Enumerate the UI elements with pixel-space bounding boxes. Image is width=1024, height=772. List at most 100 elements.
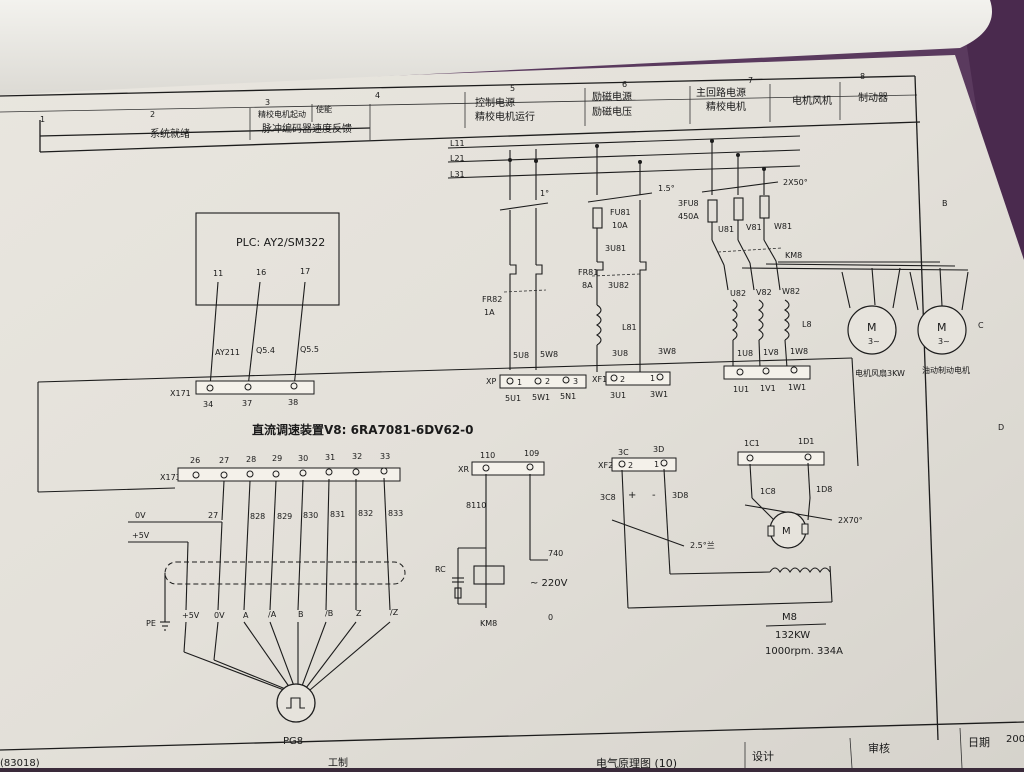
main-contactor: KM8 xyxy=(785,251,802,260)
xf2-rating: 2.5°兰 xyxy=(690,540,715,550)
xr-coil-branch: 110 109 XR 8110 740 RC KM8 ~ 220V 0 xyxy=(435,449,568,628)
arm-wire-2: 1D8 xyxy=(816,485,832,494)
header-brake: 制动器 xyxy=(858,91,888,104)
brake-motor-label: 油动制动电机 xyxy=(922,365,970,375)
col-number: 4 xyxy=(375,91,380,100)
plc-pin: 17 xyxy=(300,267,310,276)
x173-label: X173 xyxy=(160,473,181,482)
encoder-signal: +5V xyxy=(182,611,200,620)
exc-fuse: FU81 xyxy=(610,208,631,217)
arm-top: 1C1 xyxy=(744,439,760,448)
x173-wire: 829 xyxy=(277,512,292,521)
aux-fr-rating: 1A xyxy=(484,308,495,317)
xf2-top: 3C xyxy=(618,448,629,457)
xp-pin: 3 xyxy=(573,377,578,386)
exc-wire-2: 3U82 xyxy=(608,281,629,290)
main-w2: U82 xyxy=(730,289,746,298)
arm-motor-spec: 1000rpm. 334A xyxy=(765,646,843,657)
exc-reactor: L81 xyxy=(622,323,637,332)
aux-branch: 1° FR82 1A 5U8 5W8 XP 1 2 3 5U1 5W1 5N1 xyxy=(482,149,587,403)
arm-motor-symbol: M xyxy=(782,526,791,537)
arm-motor-name: M8 xyxy=(782,612,797,623)
col-number: 7 xyxy=(748,76,753,85)
exc-fr: FR81 xyxy=(578,268,598,277)
exc-fr-rating: 8A xyxy=(582,281,593,290)
encoder-0v-label: 0V xyxy=(135,511,146,520)
xf1-label: XF1 xyxy=(592,375,607,384)
x171-pin: 34 xyxy=(203,400,213,409)
header-motor-fan: 电机风机 xyxy=(792,94,832,107)
col-number: 3 xyxy=(265,98,270,107)
xr-wire-2: 740 xyxy=(548,549,563,558)
plc-pin: 11 xyxy=(213,269,223,278)
bus-label-l1: L11 xyxy=(450,139,465,148)
header-main-motor: 精校电机 xyxy=(706,100,746,113)
header-excitation-voltage: 励磁电压 xyxy=(592,105,632,118)
neutral-label: 0 xyxy=(548,613,553,622)
pe-label: PE xyxy=(146,619,156,628)
row-marker: 1 xyxy=(40,115,45,124)
aux-wire: 5W8 xyxy=(540,350,558,359)
xf2-wire-1: 3C8 xyxy=(600,493,616,502)
x173-pin: 26 xyxy=(190,456,200,465)
x173-wire: 830 xyxy=(303,511,318,520)
side-letter: C xyxy=(978,321,984,330)
header-control-power: 控制电源 xyxy=(475,96,515,109)
aux-fr-label: FR82 xyxy=(482,295,502,304)
bottom-mid: 工制 xyxy=(328,756,348,768)
ac-supply-label: ~ 220V xyxy=(530,578,568,589)
xr-wire-1: 8110 xyxy=(466,501,486,510)
title-block: 1 2 3 4 5 6 7 8 系统就绪 精校电机起动 使能 脉冲编码器速度反馈… xyxy=(0,72,1004,741)
xp-wire: 5N1 xyxy=(560,392,576,401)
bus-label-l2: L21 xyxy=(450,154,465,163)
main-w3: 1V8 xyxy=(763,348,779,357)
bottom-title-block: (83018) 工制 电气原理图 (10) 设计 审核 日期 200 xyxy=(0,721,1024,770)
xf2-pin: 2 xyxy=(628,461,633,470)
x173-wire: 832 xyxy=(358,509,373,518)
exc-fuse-rating: 10A xyxy=(612,221,628,230)
x171-label: X171 xyxy=(170,389,191,398)
exc-rating: 1.5° xyxy=(658,184,675,193)
main-fuse-rating: 450A xyxy=(678,212,699,221)
side-letter: B xyxy=(942,199,948,208)
x173-pin: 33 xyxy=(380,452,390,461)
coil-label: KM8 xyxy=(480,619,497,628)
x173-strip: X173 26 27 28 29 30 31 32 33 27 828 829 … xyxy=(160,452,403,611)
date-value: 200 xyxy=(1006,734,1024,745)
xp-wire: 5W1 xyxy=(532,393,550,402)
plc-wire: Q5.5 xyxy=(300,345,319,354)
arm-top: 1D1 xyxy=(798,437,814,446)
bus-label-l3: L31 xyxy=(450,170,465,179)
fan-motor-2 xyxy=(917,305,967,355)
xf1-pin: 1 xyxy=(650,374,655,383)
header-excitation-power: 励磁电源 xyxy=(592,90,632,103)
xf2-pin: 1 xyxy=(654,460,659,469)
encoder-5v-label: +5V xyxy=(132,531,150,540)
x171-pin: 37 xyxy=(242,399,252,408)
exc-wire-3: 3U8 xyxy=(612,349,628,358)
xf2-top: 3D xyxy=(653,445,664,454)
drive-label: 直流调速装置V8: 6RA7081-6DV62-0 xyxy=(252,422,474,437)
main-w3: 1W8 xyxy=(790,347,808,356)
encoder-signal: /Z xyxy=(390,608,399,617)
x173-pin: 32 xyxy=(352,452,362,461)
main-reactor: L8 xyxy=(802,320,812,329)
main-rating: 2X50° xyxy=(783,178,808,187)
exc-wire-1: 3U81 xyxy=(605,244,626,253)
encoder-signal: Z xyxy=(356,609,362,618)
x173-wire: 27 xyxy=(208,511,218,520)
xf2-wire-2: 3D8 xyxy=(672,491,688,500)
xf1-wire: 3U1 xyxy=(610,391,626,400)
xr-pin: 110 xyxy=(480,451,495,460)
header-enable: 使能 xyxy=(316,104,332,114)
xf1-wire: 3W1 xyxy=(650,390,668,399)
plc-wire: AY211 xyxy=(215,348,240,357)
encoder-wiring: 0V +5V PE +5V 0V A /A B /B Z /Z PG8 xyxy=(128,511,406,747)
fan-motor-1 xyxy=(847,305,897,355)
upper-page xyxy=(0,0,992,95)
header-motor-running: 精校电机运行 xyxy=(475,110,535,123)
header-main-power: 主回路电源 xyxy=(696,86,746,99)
xf2-minus: - xyxy=(652,490,656,501)
